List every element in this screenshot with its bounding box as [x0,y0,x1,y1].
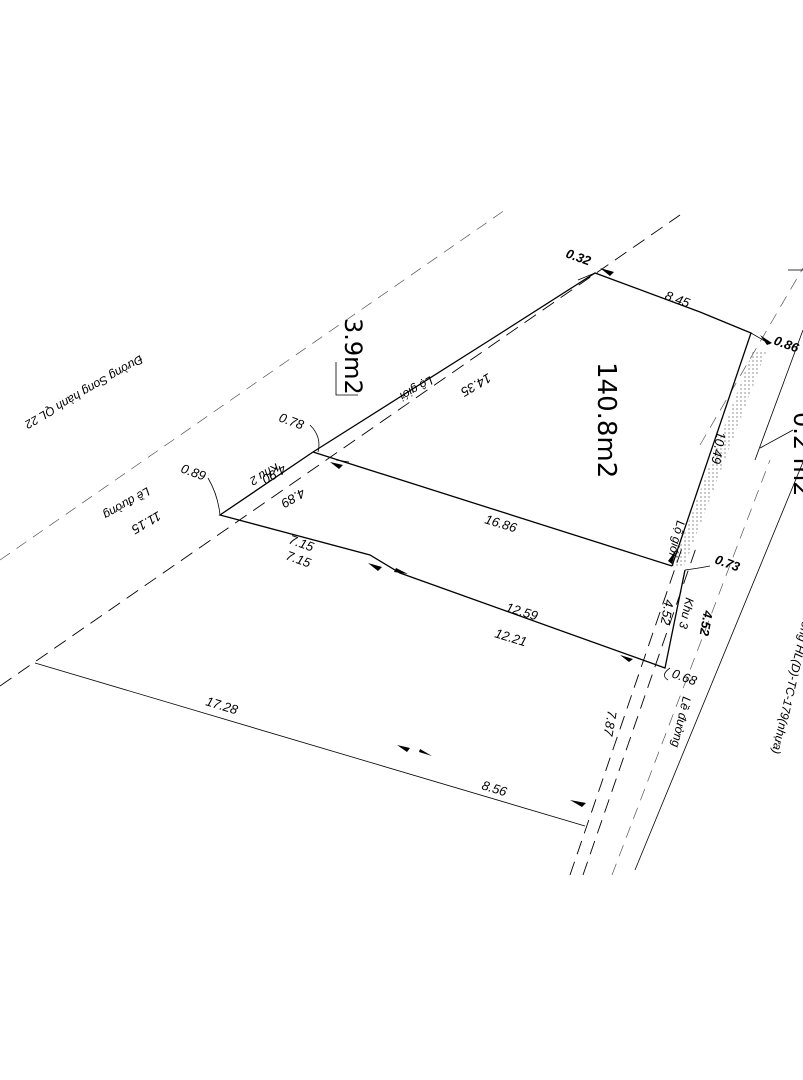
road-line-hl-edge [634,461,803,871]
dim-089: 0.89 [179,461,208,484]
dim-856: 8.56 [480,778,509,800]
right-area-label: 0.2 m2 [788,412,803,496]
corner-032 [577,272,596,281]
dim-452a: 4.52 [658,598,677,626]
dim-1728: 17.28 [204,694,240,718]
arrow-3 [570,800,586,807]
road-lines [0,209,803,876]
main-plot-outline [312,272,752,567]
arrow-2 [419,749,432,756]
callout-089 [207,477,221,516]
callout-073 [684,565,711,571]
road-line-hl-edge-2 [754,329,803,461]
road-line-hl-2 [582,544,698,876]
road-songhanh-label: Đường Song hành QL 22 [22,352,145,431]
right-strip-hatch [672,350,766,567]
callout-078 [309,424,320,453]
dim-1435: 14.35 [458,370,494,400]
road-line-songhanh-outer [0,209,506,561]
road-line-hl-1 [569,544,684,876]
road-line-hl-3 [611,459,771,876]
arrow-5 [394,568,408,574]
dim-068: 0.68 [670,666,700,689]
callout-068 [664,667,671,681]
arrow-10 [760,335,772,345]
line-1686 [312,451,673,567]
arrow-9 [600,268,614,276]
tick-1 [335,459,350,463]
arrow-7 [668,550,676,564]
dim-1049: 10.49 [708,430,728,465]
dim-086: 0.86 [772,333,802,356]
road-hl-label: Đường HL(D)-TC-179(nhựa) [769,604,803,755]
dim-489: 4.89 [279,485,308,511]
arrow-4 [368,563,382,571]
dim-452b: 4.52 [697,608,716,637]
lo-gioi-top-label: Lộ giới [397,373,435,403]
road-line-songhanh-center [0,214,681,687]
left-area-label: 3.9m2 [339,318,367,395]
dim-787: 7.87 [601,709,620,737]
arrow-8 [330,462,343,469]
lower-dimension-lines [34,268,772,827]
line-1728-856 [34,662,586,827]
dim-1115: 11.15 [128,508,164,537]
main-area-label: 140.8m2 [591,362,621,478]
dim-078: 0.78 [277,410,307,433]
khu2-khu3-outline [218,451,686,669]
le-duong-right-label: Lề đường [668,695,693,749]
callouts [207,362,794,681]
arrow-6 [620,655,633,662]
dim-1221: 12.21 [493,626,529,650]
arrow-1 [397,745,410,752]
dim-032: 0.32 [564,246,594,269]
callout-39m2 [335,362,358,396]
callout-02m2 [759,429,794,449]
khu3-label: Khu 3 [676,596,697,630]
dim-1259: 12.59 [504,600,540,624]
plot-boundary [218,272,771,669]
